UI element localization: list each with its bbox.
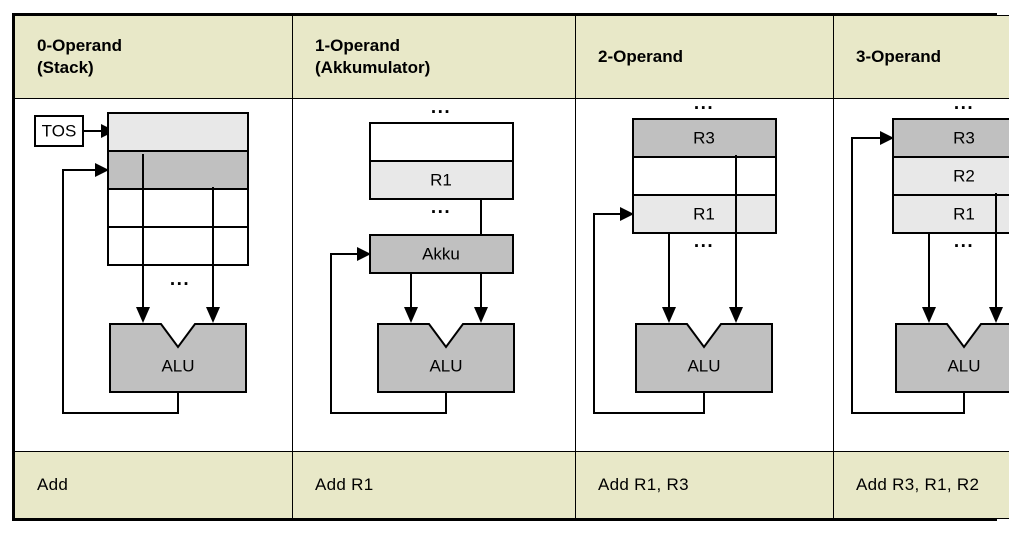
register-ellipsis-top: ... xyxy=(694,99,714,114)
two-operand-machine-diagram: ... R3 R1 ... ALU xyxy=(593,99,777,415)
alu-label: ALU xyxy=(687,357,720,376)
alu-feedback-arrow xyxy=(357,247,371,262)
register-ellipsis-top: ... xyxy=(431,99,451,118)
accumulator-box xyxy=(369,234,514,275)
stack-cell-1 xyxy=(107,150,249,191)
header-cell-one-operand: 1-Operand (Akkumulator) xyxy=(292,14,576,100)
instruction-cell-three-operand: Add R3, R1, R2 xyxy=(833,450,1009,520)
alu-label: ALU xyxy=(161,357,194,376)
comparison-table: 0-Operand (Stack) 1-Operand (Akkumulator… xyxy=(14,14,1009,520)
alu-shape xyxy=(895,323,1009,394)
diagram-cell-zero-operand: TOS ... xyxy=(14,98,293,452)
header-title-zero-operand: 0-Operand xyxy=(37,35,123,55)
diagram-row: TOS ... xyxy=(14,98,1009,452)
header-cell-three-operand: 3-Operand xyxy=(833,14,1009,100)
r1-operand-arrow xyxy=(662,307,676,324)
header-title-three-operand: 3-Operand xyxy=(856,47,942,66)
r3-operand-arrow xyxy=(729,307,743,324)
register-ellipsis-bottom: ... xyxy=(954,231,974,252)
register-label-r1: R1 xyxy=(693,205,715,224)
register-ellipsis-bottom: ... xyxy=(431,197,451,218)
alu-shape xyxy=(377,323,515,394)
alu-feedback-path xyxy=(330,253,447,415)
instruction-row: Add Add R1 Add R1, R3 Add R3, R1, R2 xyxy=(14,450,1009,520)
accumulator-label: Akku xyxy=(422,245,460,264)
alu-feedback-path xyxy=(593,213,705,415)
register-operand-arrow xyxy=(474,307,488,324)
register-cell-0 xyxy=(369,122,514,163)
register-label-r3: R3 xyxy=(693,129,715,148)
header-title-one-operand: 1-Operand xyxy=(315,35,401,55)
operand-architecture-table: 0-Operand (Stack) 1-Operand (Akkumulator… xyxy=(12,13,1009,521)
alu-feedback-path xyxy=(62,169,179,415)
register-cell-r1 xyxy=(632,194,777,235)
accumulator-machine-diagram: ... R1 ... Akku ALU xyxy=(330,99,515,415)
register-ellipsis-top: ... xyxy=(954,99,974,114)
r2-operand-arrow xyxy=(989,307,1003,324)
alu-feedback-arrow xyxy=(95,163,109,178)
instruction-cell-one-operand: Add R1 xyxy=(292,450,576,520)
stack-cell-3 xyxy=(107,226,249,267)
diagram-cell-one-operand: ... R1 ... Akku ALU xyxy=(292,98,576,452)
header-subtitle-zero-operand: (Stack) xyxy=(37,58,94,78)
tos-label-box xyxy=(34,115,84,148)
instruction-cell-two-operand: Add R1, R3 xyxy=(575,450,834,520)
alu-feedback-path xyxy=(851,137,965,415)
alu-feedback-arrow xyxy=(620,207,634,222)
diagram-cell-two-operand: ... R3 R1 ... ALU xyxy=(575,98,834,452)
register-cell-r3 xyxy=(892,118,1009,159)
register-ellipsis-bottom: ... xyxy=(694,231,714,252)
register-cell-1 xyxy=(369,160,514,201)
three-operand-machine-diagram: ... R3 R2 R1 ... ALU xyxy=(851,99,1009,415)
register-cell-r1 xyxy=(892,194,1009,235)
register-label-r1: R1 xyxy=(953,205,975,224)
stack-operand-arrow-b xyxy=(206,307,220,324)
stack-operand-arrow-a xyxy=(136,307,150,324)
header-row: 0-Operand (Stack) 1-Operand (Akkumulator… xyxy=(14,14,1009,100)
header-title-two-operand: 2-Operand xyxy=(598,47,684,66)
register-cell-empty xyxy=(632,156,777,197)
accumulator-operand-arrow xyxy=(404,307,418,324)
register-label-r2: R2 xyxy=(953,167,975,186)
alu-shape xyxy=(635,323,773,394)
r1-operand-arrow xyxy=(922,307,936,324)
register-label-r3: R3 xyxy=(953,129,975,148)
header-cell-zero-operand: 0-Operand (Stack) xyxy=(14,14,293,100)
alu-label: ALU xyxy=(429,357,462,376)
alu-label: ALU xyxy=(947,357,980,376)
header-subtitle-one-operand: (Akkumulator) xyxy=(315,58,431,78)
register-label-r1: R1 xyxy=(430,171,452,190)
header-cell-two-operand: 2-Operand xyxy=(575,14,834,100)
alu-feedback-arrow xyxy=(880,131,894,146)
stack-cell-2 xyxy=(107,188,249,229)
diagram-cell-three-operand: ... R3 R2 R1 ... ALU xyxy=(833,98,1009,452)
alu-shape xyxy=(109,323,247,394)
register-cell-r2 xyxy=(892,156,1009,197)
stack-ellipsis: ... xyxy=(170,269,190,290)
stack-machine-diagram: TOS ... xyxy=(34,112,249,415)
stack-cell-0 xyxy=(107,112,249,153)
tos-label: TOS xyxy=(42,122,77,141)
instruction-cell-zero-operand: Add xyxy=(14,450,293,520)
